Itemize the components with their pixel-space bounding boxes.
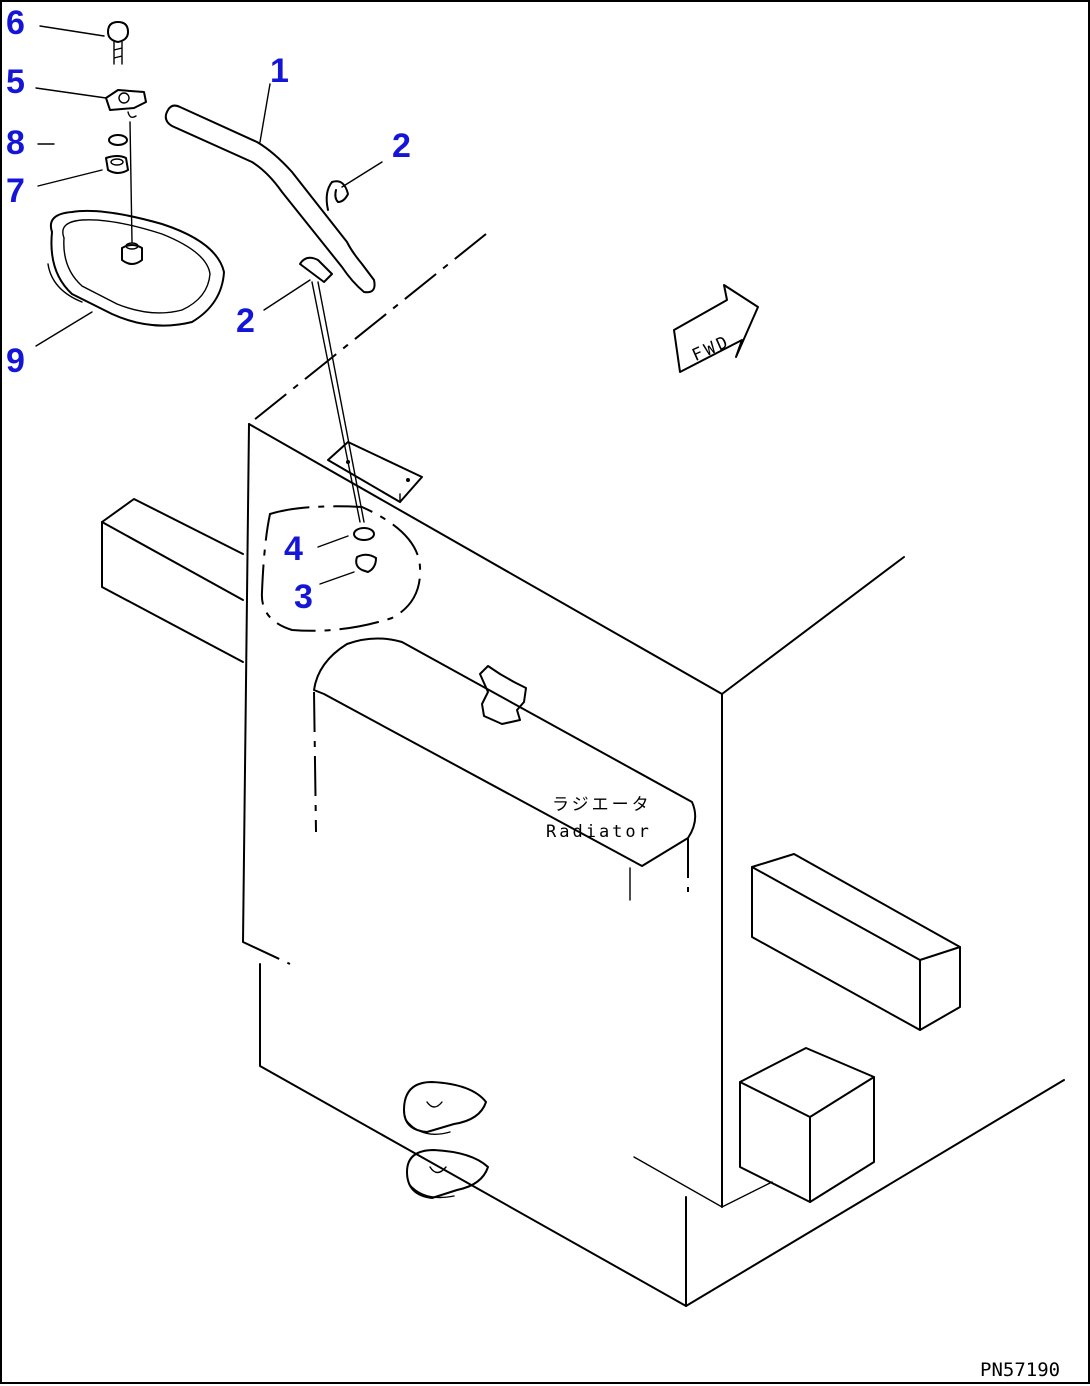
housing-body — [242, 233, 1065, 1307]
rod — [164, 104, 376, 294]
callout-1: 1 — [270, 52, 289, 90]
callout-2-upper: 2 — [392, 127, 411, 165]
callouts: 1 2 2 4 3 6 5 8 7 9 — [6, 4, 411, 616]
callout-6: 6 — [6, 4, 25, 42]
bracket-plate — [327, 441, 423, 504]
wires — [129, 121, 365, 523]
callout-2-lower: 2 — [236, 302, 255, 340]
mounting-feet — [403, 1081, 489, 1199]
radiator-jp-label: ラジエータ — [552, 795, 652, 815]
radiator: ラジエータ Radiator — [313, 637, 697, 901]
clip-upper — [325, 180, 349, 211]
inspection-panel — [260, 505, 422, 632]
drawing-code: PN57190 — [980, 1359, 1060, 1381]
fwd-label: FWD — [689, 332, 733, 366]
callout-7: 7 — [6, 172, 25, 210]
small-parts — [47, 21, 225, 327]
callout-5: 5 — [6, 63, 25, 101]
radiator-en-label: Radiator — [546, 822, 652, 842]
right-block — [751, 853, 961, 1031]
callout-8: 8 — [6, 124, 25, 162]
lower-box — [739, 1047, 875, 1203]
callout-3: 3 — [294, 578, 313, 616]
leader-lines — [35, 25, 383, 585]
left-block — [101, 498, 244, 663]
callout-9: 9 — [6, 342, 25, 380]
fwd-arrow: FWD — [673, 284, 759, 373]
callout-4: 4 — [284, 530, 303, 568]
